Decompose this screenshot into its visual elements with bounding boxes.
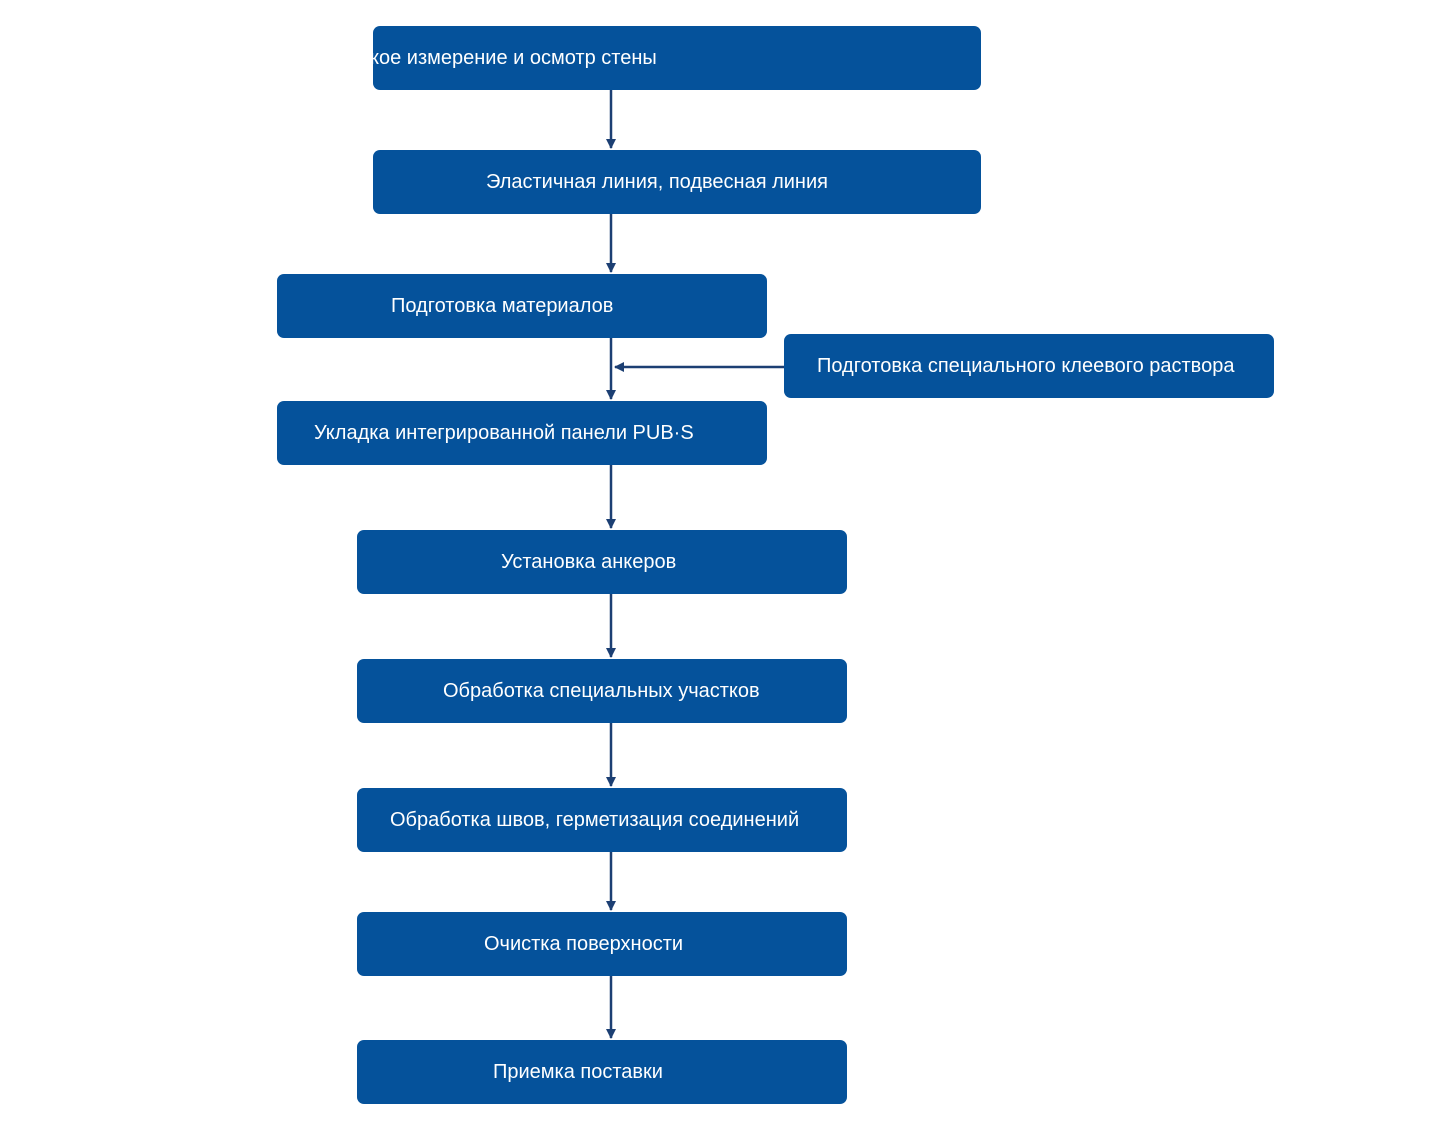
step-wall-inspection: кое измерение и осмотр стены bbox=[373, 26, 981, 90]
step-panel-laying: Укладка интегрированной панели PUB·S bbox=[277, 401, 767, 465]
step-label: Эластичная линия, подвесная линия bbox=[486, 171, 828, 193]
step-label: Установка анкеров bbox=[501, 551, 677, 573]
step-material-preparation: Подготовка материалов bbox=[277, 274, 767, 338]
step-label: Приемка поставки bbox=[493, 1061, 663, 1083]
step-delivery-acceptance: Приемка поставки bbox=[357, 1040, 847, 1104]
step-label: Обработка швов, герметизация соединений bbox=[390, 809, 800, 831]
step-label: Укладка интегрированной панели PUB·S bbox=[314, 422, 694, 444]
side-adhesive-preparation: Подготовка специального клеевого раствор… bbox=[784, 334, 1274, 398]
step-joint-sealing: Обработка швов, герметизация соединений bbox=[357, 788, 847, 852]
step-anchor-installation: Установка анкеров bbox=[357, 530, 847, 594]
side-label: Подготовка специального клеевого раствор… bbox=[817, 355, 1235, 377]
step-label: кое измерение и осмотр стены bbox=[373, 47, 657, 69]
step-chalk-plumb-line: Эластичная линия, подвесная линия bbox=[373, 150, 981, 214]
step-label: Очистка поверхности bbox=[484, 933, 684, 955]
step-label: Обработка специальных участков bbox=[443, 680, 760, 702]
step-surface-cleaning: Очистка поверхности bbox=[357, 912, 847, 976]
step-label: Подготовка материалов bbox=[391, 295, 614, 317]
step-special-areas: Обработка специальных участков bbox=[357, 659, 847, 723]
